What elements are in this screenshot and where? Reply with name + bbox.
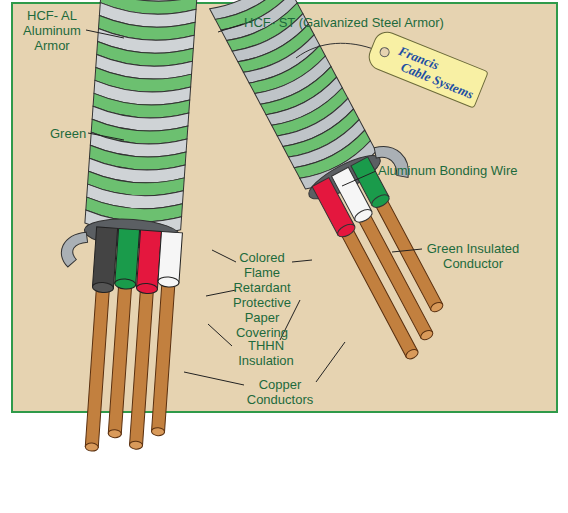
aluminum-cable [48, 0, 200, 456]
part-label: Green Insulated Conductor [418, 241, 528, 271]
leader-lines [86, 24, 422, 385]
steel-cable [210, 0, 490, 365]
color-label: Green [50, 126, 86, 141]
armor-label: HCF- AL Aluminum Armor [16, 8, 88, 53]
tag-string [296, 43, 376, 58]
part-label: Aluminum Bonding Wire [378, 163, 517, 178]
part-label: THHN Insulation [226, 338, 306, 368]
part-label: Copper Conductors [240, 377, 320, 407]
armor-label: HCF- ST (Galvanized Steel Armor) [244, 15, 444, 30]
tag-hole [378, 46, 391, 59]
part-label: Colored Flame Retardant Protective Paper… [222, 250, 302, 340]
